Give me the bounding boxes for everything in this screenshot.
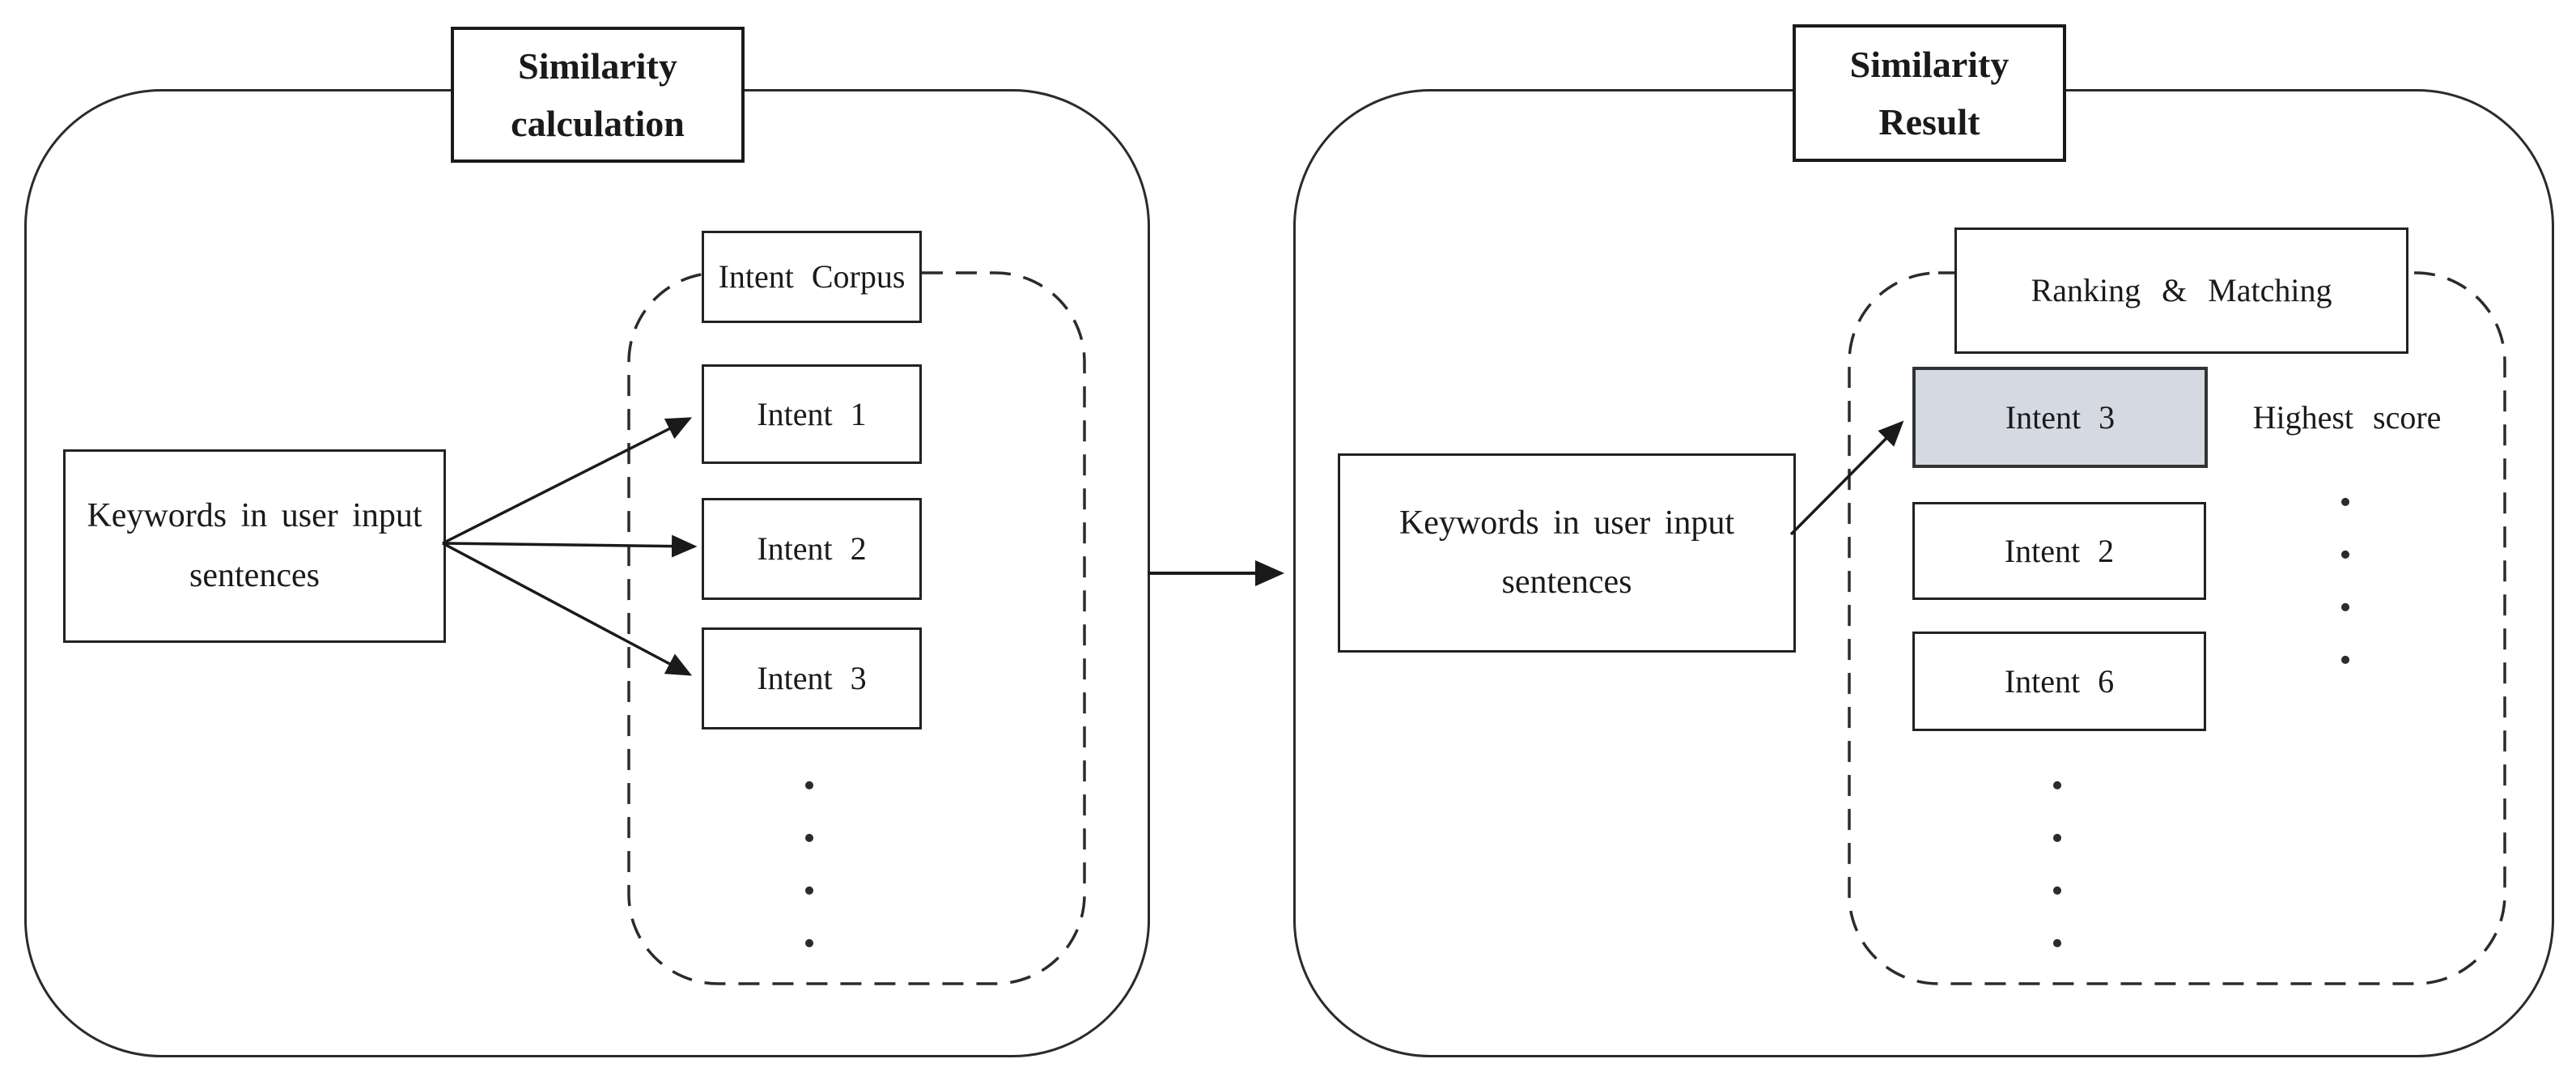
result-intent-box-3: Intent 6 [1912, 632, 2206, 731]
title-line: Similarity [1849, 43, 2009, 85]
similarity-calculation-title-box: Similarity calculation [451, 27, 745, 163]
title-line: calculation [511, 103, 685, 144]
ellipsis-dot: . [2051, 745, 2064, 800]
intent-label: Intent 3 [2005, 398, 2116, 436]
result-ellipsis-dots: . . . . [2031, 745, 2084, 959]
keywords-input-box-left: Keywords in user input sentences [63, 449, 446, 643]
ellipsis-dot: . [803, 797, 816, 853]
corpus-intent-box-1: Intent 1 [702, 364, 922, 464]
corpus-intent-box-2: Intent 2 [702, 498, 922, 600]
corpus-intent-box-3: Intent 3 [702, 627, 922, 729]
ellipsis-dot: . [803, 850, 816, 905]
ellipsis-dot: . [2051, 903, 2064, 958]
intent-label: Intent 6 [2004, 662, 2115, 700]
intent-label: Intent 1 [757, 395, 867, 432]
ranking-matching-label-box: Ranking & Matching [1954, 228, 2408, 354]
intent-label: Intent 3 [757, 660, 867, 696]
ranking-matching-label: Ranking & Matching [2031, 272, 2332, 308]
score-ellipsis-dots: . . . . [2319, 461, 2372, 676]
keywords-text-line: sentences [1501, 564, 1632, 601]
ellipsis-dot: . [2339, 461, 2352, 517]
ellipsis-dot: . [803, 745, 816, 800]
title-line: Similarity [518, 45, 677, 87]
corpus-ellipsis-dots: . . . . [783, 745, 836, 959]
intent-label: Intent 2 [757, 530, 867, 567]
intent-corpus-label: Intent Corpus [718, 258, 906, 295]
ellipsis-dot: . [2051, 850, 2064, 905]
ellipsis-dot: . [2051, 797, 2064, 853]
keywords-text-line: sentences [189, 556, 320, 594]
keywords-text-line: Keywords in user input [87, 497, 422, 534]
title-line: Result [1878, 101, 1980, 142]
highest-score-annotation: Highest score [2222, 393, 2472, 441]
similarity-result-title-box: Similarity Result [1793, 24, 2066, 162]
ellipsis-dot: . [2339, 619, 2352, 674]
keywords-text-line: Keywords in user input [1398, 504, 1735, 542]
ellipsis-dot: . [803, 903, 816, 958]
keywords-input-box-right: Keywords in user input sentences [1338, 453, 1796, 653]
result-intent-box-2: Intent 2 [1912, 502, 2206, 600]
ellipsis-dot: . [2339, 567, 2352, 622]
result-intent-box-highlighted: Intent 3 [1912, 367, 2208, 468]
highest-score-text: Highest score [2252, 398, 2442, 436]
intent-label: Intent 2 [2004, 532, 2115, 569]
ellipsis-dot: . [2339, 514, 2352, 569]
intent-corpus-label-box: Intent Corpus [702, 231, 922, 323]
